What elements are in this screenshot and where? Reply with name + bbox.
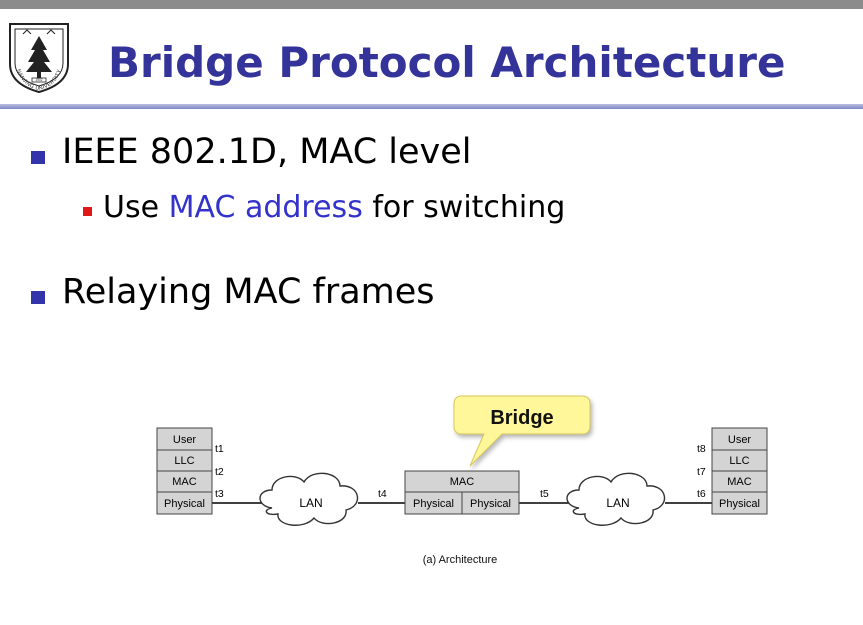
right-stack-llc: LLC <box>729 455 749 467</box>
t7-label: t7 <box>697 466 706 478</box>
title-divider <box>0 104 863 109</box>
sub-bullet-mac-address: Use MAC address for switching <box>103 190 565 225</box>
bridge-mac: MAC <box>450 476 475 488</box>
t3-label: t3 <box>215 488 224 500</box>
bullet-ieee-802-1d: IEEE 802.1D, MAC level <box>62 132 472 172</box>
left-stack-physical: Physical <box>164 498 205 510</box>
sub-bullet-prefix: Use <box>103 190 169 225</box>
t4-label: t4 <box>378 488 387 500</box>
left-stack-llc: LLC <box>174 455 194 467</box>
diagram-caption: (a) Architecture <box>423 554 498 566</box>
t6-label: t6 <box>697 488 706 500</box>
lan-right-label: LAN <box>606 496 629 510</box>
bullet-marker <box>31 151 45 164</box>
slide-title: Bridge Protocol Architecture <box>108 38 786 87</box>
t8-label: t8 <box>697 443 706 455</box>
logo-year: 1902 <box>35 78 42 82</box>
t2-label: t2 <box>215 466 224 478</box>
mac-address-highlight: MAC address <box>168 190 363 225</box>
lan-cloud-left: LAN <box>259 472 358 526</box>
top-bar <box>0 0 863 9</box>
t1-label: t1 <box>215 443 224 455</box>
sub-bullet-marker <box>83 207 92 216</box>
bridge-callout <box>453 395 591 467</box>
bullet-relaying-mac-frames: Relaying MAC frames <box>62 272 435 312</box>
bullet-marker <box>31 291 45 304</box>
nanjing-university-seal-icon: 1902 NANJING UNIVERSITY <box>9 23 69 94</box>
right-protocol-stack: User LLC MAC Physical <box>711 427 768 515</box>
lan-cloud-right: LAN <box>566 472 665 526</box>
left-stack-mac: MAC <box>172 476 197 488</box>
bridge-stack: MAC Physical Physical <box>404 470 520 515</box>
right-stack-physical: Physical <box>719 498 760 510</box>
right-stack-mac: MAC <box>727 476 752 488</box>
t5-label: t5 <box>540 488 549 500</box>
left-stack-user: User <box>173 434 197 446</box>
bridge-physical-right: Physical <box>470 498 511 510</box>
right-stack-user: User <box>728 434 752 446</box>
lan-left-label: LAN <box>299 496 322 510</box>
sub-bullet-suffix: for switching <box>362 190 566 225</box>
bridge-physical-left: Physical <box>413 498 454 510</box>
bridge-callout-label: Bridge <box>490 407 553 429</box>
left-protocol-stack: User LLC MAC Physical <box>156 427 213 515</box>
